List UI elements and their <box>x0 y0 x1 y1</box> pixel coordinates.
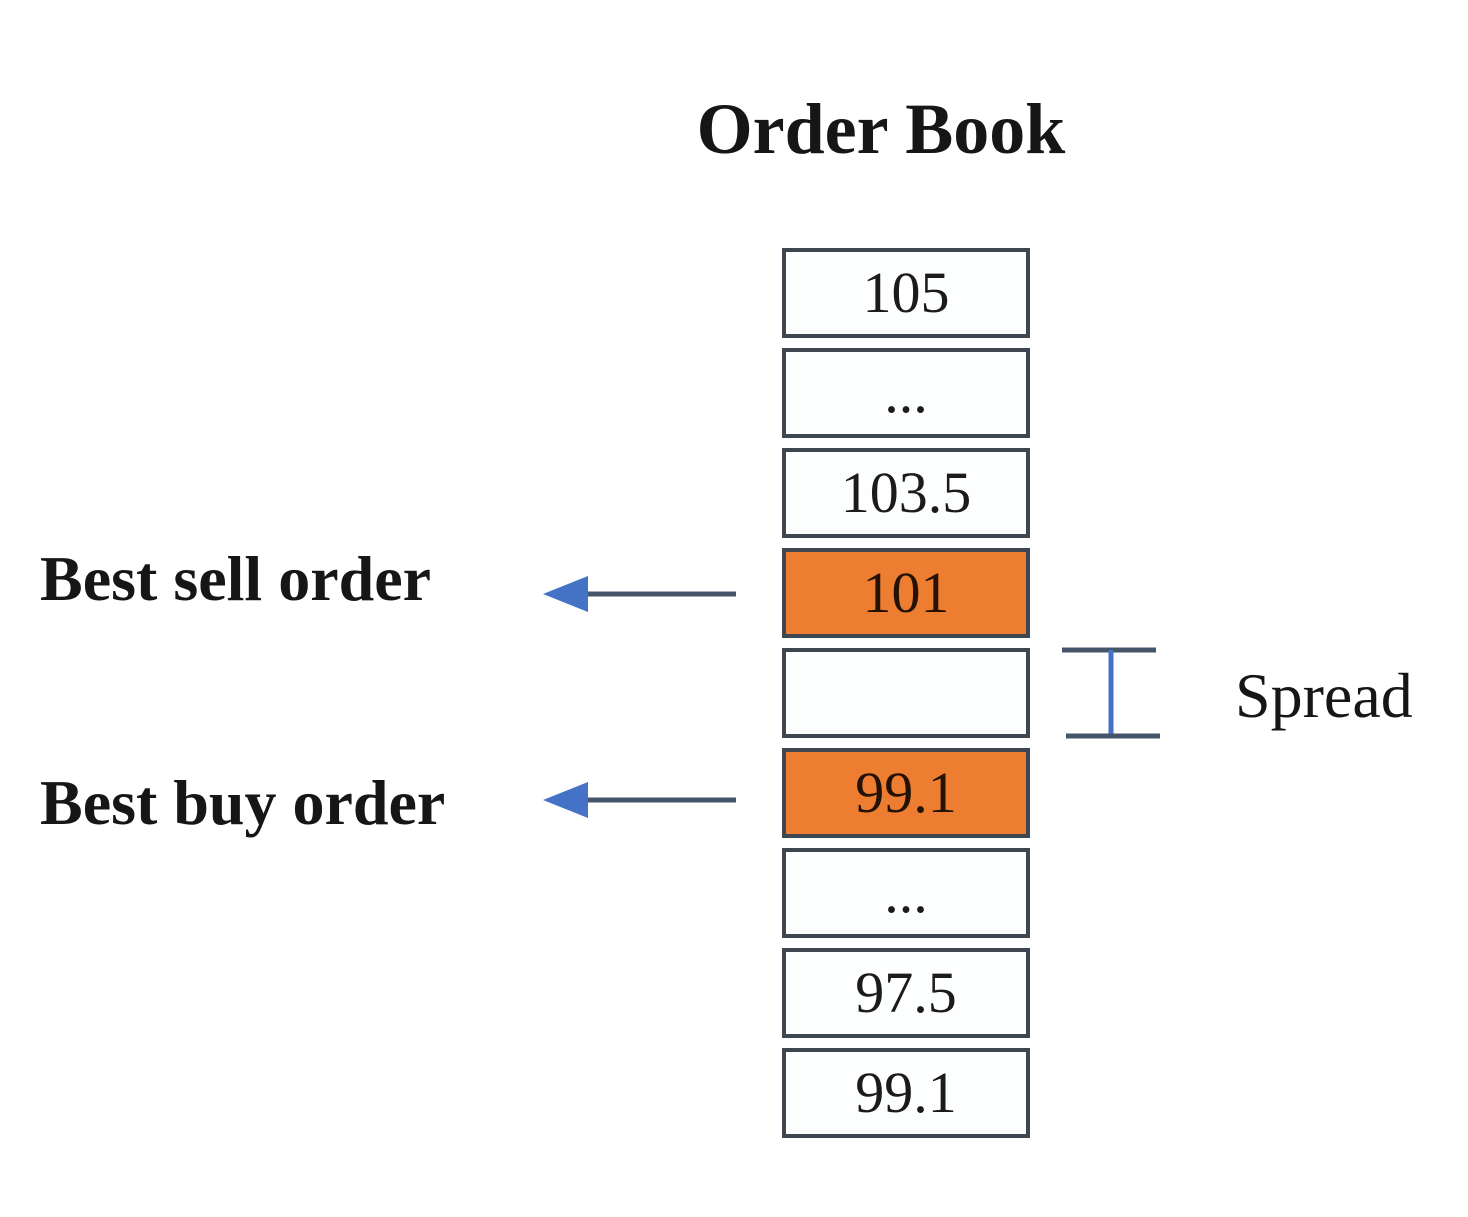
order-row-sell-order: 105 <box>782 248 1030 338</box>
best-sell-order-label: Best sell order <box>40 543 431 614</box>
order-book-stack: 105... 103.5 101 99.1... 97.5 99.1 <box>782 248 1030 1148</box>
spread-bracket-icon <box>1062 647 1160 739</box>
order-row-best-buy-order: 99.1 <box>782 748 1030 838</box>
order-row-spread-gap <box>782 648 1030 738</box>
order-row-sell-orders-ellipsis: ... <box>782 348 1030 438</box>
order-row-buy-orders-ellipsis: ... <box>782 848 1030 938</box>
best-sell-left-arrow-icon <box>543 576 736 612</box>
order-row-sell-order: 103.5 <box>782 448 1030 538</box>
order-row-buy-order: 99.1 <box>782 1048 1030 1138</box>
best-buy-order-label: Best buy order <box>40 767 446 838</box>
best-buy-left-arrow-icon <box>543 782 736 818</box>
order-row-best-sell-order: 101 <box>782 548 1030 638</box>
diagram-title: Order Book <box>696 89 1066 169</box>
spread-label: Spread <box>1235 660 1413 731</box>
order-row-buy-order: 97.5 <box>782 948 1030 1038</box>
